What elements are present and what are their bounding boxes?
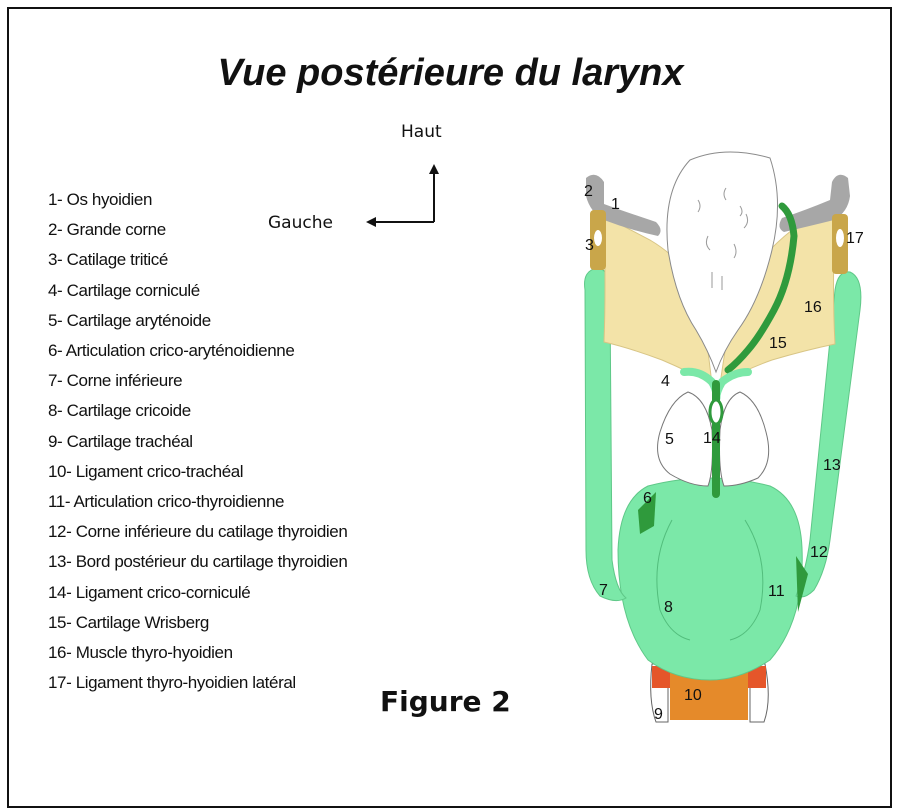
- arytenoid-right: [720, 392, 769, 486]
- diagram-number: 1: [611, 196, 620, 213]
- diagram-number: 3: [585, 237, 594, 254]
- diagram-number: 16: [804, 299, 822, 316]
- diagram-number: 17: [846, 230, 864, 247]
- crico-corniculate-ring: [710, 400, 722, 424]
- diagram-number: 12: [810, 544, 828, 561]
- diagram-number: 9: [654, 706, 663, 723]
- diagram-number: 8: [664, 599, 673, 616]
- diagram-number: 6: [643, 490, 652, 507]
- diagram-number: 14: [703, 430, 721, 447]
- diagram-number: 2: [584, 183, 593, 200]
- diagram-number: 5: [665, 431, 674, 448]
- lateral-ligament-hole-right: [836, 229, 844, 247]
- diagram-number: 13: [823, 457, 841, 474]
- diagram-number: 15: [769, 335, 787, 352]
- diagram-number: 4: [661, 373, 670, 390]
- diagram-number: 11: [768, 583, 785, 600]
- diagram-number: 10: [684, 687, 702, 704]
- triticeous-hole-left: [594, 230, 602, 246]
- diagram-number: 7: [599, 582, 608, 599]
